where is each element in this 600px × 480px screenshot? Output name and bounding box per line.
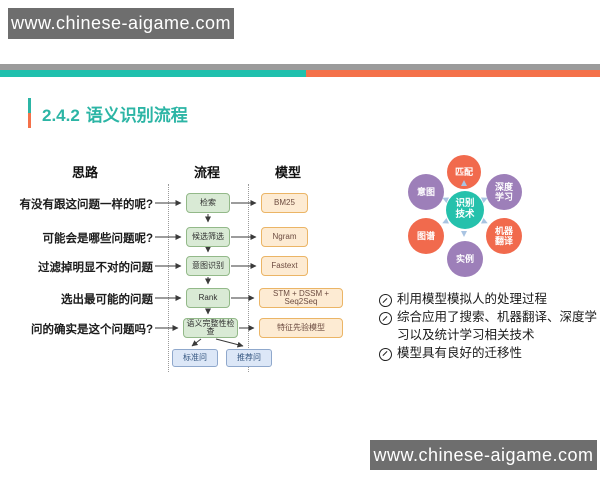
note-text: 模型具有良好的迁移性 bbox=[397, 345, 523, 360]
section-name: 语义识别流程 bbox=[85, 105, 188, 125]
column-header-ideas: 思路 bbox=[72, 165, 99, 180]
process-box: 候选筛选 bbox=[186, 227, 230, 247]
model-box: STM + DSSM + Seq2Seq bbox=[259, 288, 343, 308]
model-box: 特征先验模型 bbox=[259, 318, 343, 338]
circle-petal-machine-translation: 机器翻译 bbox=[486, 218, 522, 254]
model-box: Ngram bbox=[261, 227, 308, 247]
column-separator bbox=[248, 184, 249, 372]
flow-question: 有没有跟这问题一样的呢? bbox=[19, 199, 153, 211]
note-item: 综合应用了搜索、机器翻译、深度学习以及统计学习相关技术 bbox=[379, 309, 597, 344]
model-box: BM25 bbox=[261, 193, 308, 213]
title-accent-bar bbox=[28, 98, 31, 128]
section-number: 2.4.2 bbox=[42, 105, 80, 125]
flow-question: 问的确实是这个问题吗? bbox=[30, 324, 153, 336]
site-url-banner-bottom: www.chinese-aigame.com bbox=[370, 440, 597, 470]
notes-list: 利用模型模拟人的处理过程 综合应用了搜索、机器翻译、深度学习以及统计学习相关技术… bbox=[379, 291, 597, 363]
note-text: 利用模型模拟人的处理过程 bbox=[397, 292, 548, 306]
note-item: 利用模型模拟人的处理过程 bbox=[379, 291, 597, 308]
circle-petal-intent: 意图 bbox=[408, 174, 444, 210]
note-item: 模型具有良好的迁移性 bbox=[379, 345, 597, 362]
circle-petal-graph: 图谱 bbox=[408, 218, 444, 254]
process-box: 语义完整性检查 bbox=[183, 318, 238, 338]
process-box: 检索 bbox=[186, 193, 230, 213]
process-box: 意图识别 bbox=[186, 256, 230, 276]
output-box-standard-question: 标准问 bbox=[172, 349, 218, 367]
flow-question: 可能会是哪些问题呢? bbox=[42, 233, 153, 245]
column-header-model: 模型 bbox=[275, 165, 302, 180]
model-box: Fastext bbox=[261, 256, 308, 276]
circle-petal-matching: 匹配 bbox=[447, 155, 481, 189]
process-box: Rank bbox=[186, 288, 230, 308]
circled-mark-icon bbox=[379, 312, 392, 326]
header-stripe-teal bbox=[0, 70, 306, 77]
circled-mark-icon bbox=[379, 294, 392, 307]
outward-arrow-icon bbox=[481, 218, 489, 226]
circle-petal-instance: 实例 bbox=[447, 241, 483, 277]
circle-center-recognition-tech: 识别技术 bbox=[446, 191, 484, 229]
note-text: 综合应用了搜索、机器翻译、深度学习以及统计学习相关技术 bbox=[397, 310, 598, 342]
flow-question: 过滤掉明显不对的问题 bbox=[38, 262, 153, 274]
outward-arrow-icon bbox=[461, 180, 467, 186]
flow-question: 选出最可能的问题 bbox=[61, 294, 153, 306]
outward-arrow-icon bbox=[461, 231, 467, 237]
header-stripe-orange bbox=[306, 70, 600, 77]
site-url-banner-top: www.chinese-aigame.com bbox=[8, 8, 234, 39]
column-separator bbox=[168, 184, 169, 372]
output-box-recommended-question: 推荐问 bbox=[226, 349, 272, 367]
header-divider-gray bbox=[0, 64, 600, 70]
circled-mark-icon bbox=[379, 347, 392, 361]
circle-petal-deep-learning: 深度学习 bbox=[486, 174, 522, 210]
column-header-process: 流程 bbox=[194, 165, 221, 180]
